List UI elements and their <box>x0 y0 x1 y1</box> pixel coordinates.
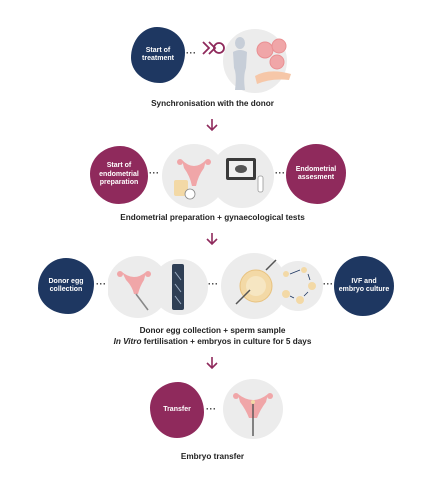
connector-dots: ··· <box>96 279 107 289</box>
icsi-microscope-icon <box>235 259 277 305</box>
step3b-illustration <box>221 253 323 319</box>
badge-start-endometrial-preparation: Start of endometrial preparation <box>90 146 148 204</box>
badge-transfer: Transfer <box>150 382 204 438</box>
medicine-icon <box>174 180 196 200</box>
caption-in-vitro: In Vitro <box>113 337 142 346</box>
down-arrow-icon <box>206 233 218 246</box>
caption-fertilisation: fertilisation + embryos in culture for 5… <box>141 337 312 346</box>
connector-dots: ··· <box>206 404 217 414</box>
step3a-illustration <box>108 256 208 318</box>
calendar-icon <box>202 41 225 55</box>
ultrasound-screen-icon <box>226 158 256 180</box>
connector-dots: ··· <box>323 279 334 289</box>
embryo-transfer-icon <box>233 393 273 436</box>
connector-dots: ··· <box>149 168 160 178</box>
caption-synchronisation: Synchronisation with the donor <box>151 99 274 108</box>
badge-ivf-embryo-culture: IVF and embryo culture <box>334 256 394 316</box>
caption-endometrial-preparation: Endometrial preparation + gynaecological… <box>120 213 305 222</box>
woman-silhouette-icon <box>233 37 247 90</box>
caption-egg-collection-ivf: Donor egg collection + sperm sample In V… <box>113 326 312 346</box>
egg-collection-tube-icon <box>135 264 184 311</box>
caption-embryo-transfer: Embryo transfer <box>180 452 245 461</box>
embryo-cells-icon <box>282 267 316 304</box>
connector-dots: ··· <box>186 48 197 58</box>
uterus-icon <box>117 271 151 294</box>
step1-illustration <box>202 29 291 93</box>
connector-dots: ··· <box>275 168 286 178</box>
step2-illustration <box>162 144 274 208</box>
step4-illustration <box>223 379 283 439</box>
down-arrow-icon <box>206 357 218 370</box>
eggs-in-hand-icon <box>255 38 291 84</box>
ultrasound-probe-icon <box>257 175 264 193</box>
badge-start-of-treatment: Start of treatment <box>131 27 185 83</box>
down-arrow-icon <box>206 119 218 132</box>
badge-donor-egg-collection: Donor egg collection <box>38 258 94 314</box>
connector-dots: ··· <box>208 279 219 289</box>
badge-endometrial-assessment: Endometrial assesment <box>286 144 346 204</box>
uterus-icon <box>177 159 211 186</box>
